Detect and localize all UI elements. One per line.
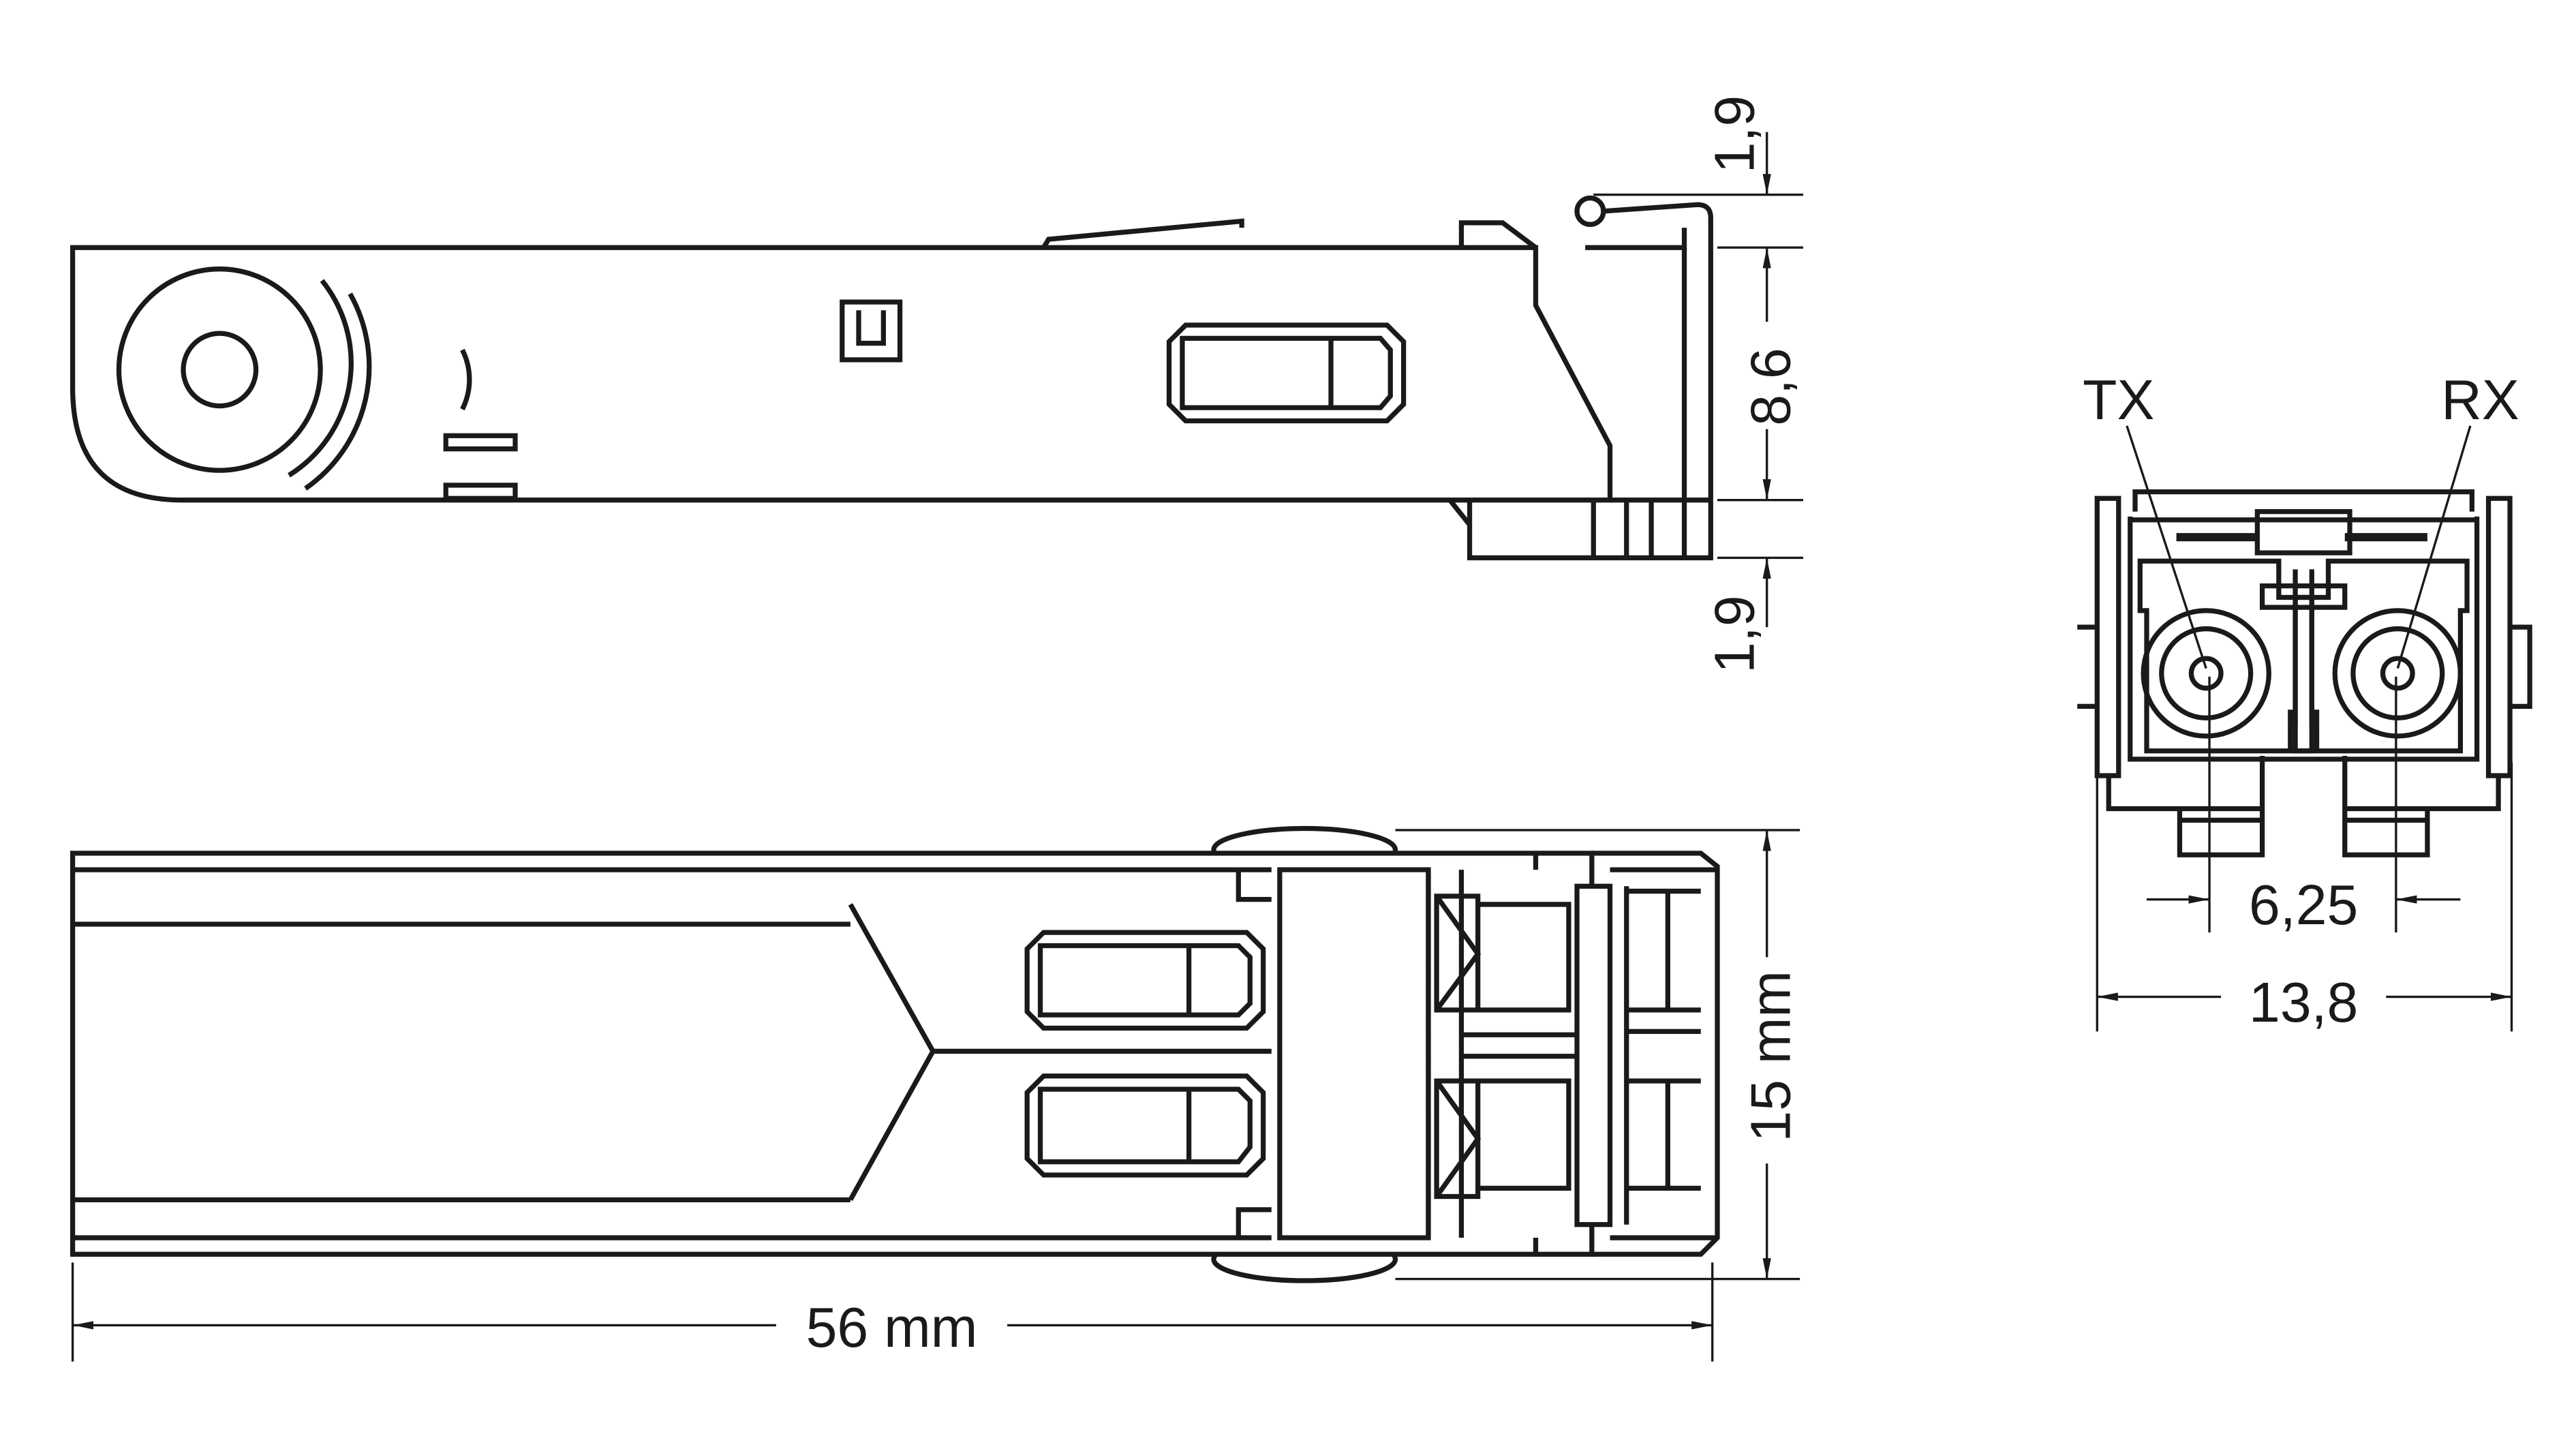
front-cavity-right [2293, 558, 2470, 754]
front-center-post [2259, 569, 2348, 751]
side-body-outline [70, 245, 1613, 503]
latch-slot-lower [1024, 1073, 1266, 1178]
rx-ferrule-mid [2350, 626, 2445, 720]
side-nose [1447, 247, 1713, 561]
u-notch [840, 299, 903, 363]
connector-bar [1574, 883, 1613, 1227]
bail [1585, 202, 1713, 500]
side-mark [443, 433, 518, 452]
bottom-view: 15 mm 56 mm [70, 825, 1803, 1362]
dim-height-label: 8,6 [1740, 348, 1803, 425]
dim-width-label: 15 mm [1740, 971, 1803, 1142]
front-view: TX RX 6,25 13,8 [2077, 369, 2532, 1034]
side-view: 1,9 8,6 1,9 [70, 95, 1803, 673]
front-outer-right [2485, 495, 2532, 778]
tx-ferrule-outer [2141, 608, 2271, 739]
extension-lines [71, 829, 1800, 1362]
front-bottom-feet [2106, 756, 2501, 857]
dim-bottom-gap-label: 1,9 [1703, 595, 1766, 673]
ring-arc [304, 292, 372, 491]
lever [1041, 218, 1244, 249]
dim-top-gap-label: 1,9 [1703, 95, 1766, 173]
front-outer-left [2077, 495, 2121, 778]
tx-ferrule-mid [2159, 626, 2254, 720]
front-center-tab [2254, 509, 2352, 555]
ring-arc [288, 279, 354, 478]
rx-label: RX [2441, 369, 2519, 431]
latch-top [1458, 220, 1537, 250]
front-housing [2128, 516, 2480, 762]
ring-arc [460, 348, 472, 411]
latch-slot-upper [1024, 930, 1266, 1031]
dim-front-width-label: 13,8 [2249, 971, 2358, 1034]
side-mark [443, 483, 518, 501]
dim-pitch-label: 6,25 [2249, 874, 2358, 936]
center-block [1277, 867, 1431, 1240]
front-spring-left [2176, 533, 2259, 542]
dim-length-label: 56 mm [806, 1296, 978, 1359]
front-top-plate [2132, 489, 2474, 512]
tx-ferrule-core [2188, 656, 2224, 691]
rx-leader [2396, 425, 2472, 669]
extension-lines [1593, 194, 1803, 560]
body-lines [72, 867, 1272, 1240]
pull-ring-outer [116, 266, 323, 473]
rx-ferrule-core [2380, 656, 2415, 691]
connector-nose [1591, 851, 1720, 1257]
rx-ferrule-outer [2332, 608, 2464, 739]
latch-slot [1166, 322, 1407, 424]
tx-label: TX [2083, 369, 2154, 431]
bail-hinge [1574, 195, 1606, 227]
pull-ring-inner [181, 331, 259, 409]
front-spring-right [2344, 533, 2427, 542]
tx-leader [2126, 425, 2207, 669]
extension-lines [2096, 676, 2513, 1032]
